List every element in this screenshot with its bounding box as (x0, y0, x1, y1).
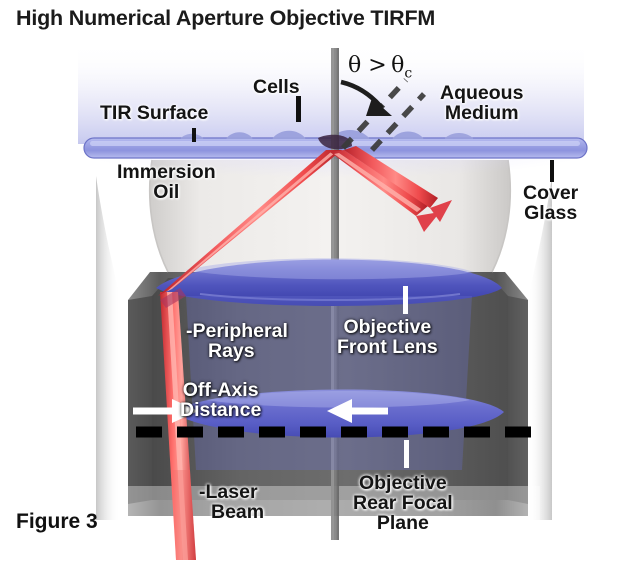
laser-beam-incoming (160, 292, 196, 560)
cells-group (180, 130, 474, 139)
tir-surface-leader-tick (192, 128, 196, 142)
rear-lens-highlight (206, 391, 470, 408)
front-lens-lower-sheen (199, 293, 461, 301)
immersion-oil-right-edge (491, 159, 512, 273)
immersion-oil-left-edge (148, 159, 169, 273)
front-lens-highlight (186, 258, 474, 280)
cells-leader-tick (296, 96, 301, 122)
laser-beam-reflected (330, 146, 452, 232)
figure-caption: Figure 3 (16, 510, 98, 533)
barrel-right-bevel (508, 296, 528, 504)
barrel-right-shadow (528, 176, 552, 520)
barrel-left-shadow (96, 176, 120, 520)
barrel-bottom-fade (120, 486, 540, 540)
label-critical-angle: θ > θc (348, 53, 412, 81)
angle-indicator-arrow (340, 79, 392, 116)
front-lens-column (186, 296, 472, 470)
reflected-ray-arrowhead-upper (430, 200, 452, 222)
label-critical-angle-subscript: c (404, 65, 413, 82)
objective-barrel-inner (152, 278, 508, 500)
label-critical-angle-text: θ > θ (348, 53, 405, 78)
off-axis-right-arrow (327, 399, 388, 423)
laser-beam-peripheral-rays (158, 150, 342, 308)
off-axis-left-arrow (133, 399, 198, 423)
barrel-left-bevel (128, 296, 152, 504)
cover-glass-leader-tick (550, 160, 554, 182)
figure-title: High Numerical Aperture Objective TIRFM (16, 6, 436, 30)
objective-rear-focal-plane-leader-tick (404, 440, 409, 468)
reflected-ray-arrowhead-lower (416, 212, 440, 232)
objective-front-lens-leader-tick (403, 286, 408, 314)
objective-front-lens (156, 259, 502, 306)
